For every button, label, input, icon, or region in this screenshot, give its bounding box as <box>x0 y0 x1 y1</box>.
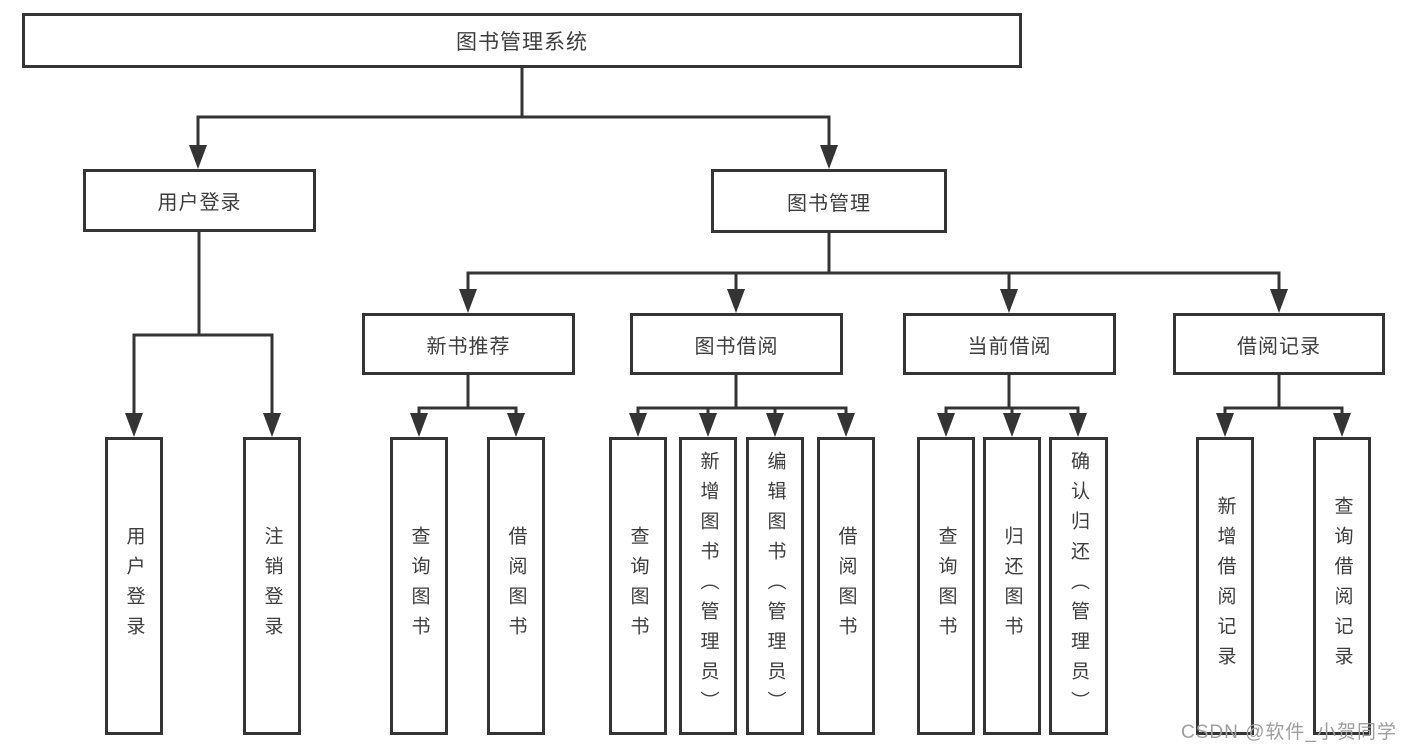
leaf-return-books: 归还图书 <box>983 437 1041 735</box>
node-label: 借阅图书 <box>835 526 857 646</box>
node-current-borrowing: 当前借阅 <box>903 313 1116 375</box>
leaf-user-login: 用户登录 <box>105 437 163 735</box>
node-library-management-system: 图书管理系统 <box>22 13 1022 68</box>
leaf-current-query-books: 查询图书 <box>917 437 975 735</box>
node-new-book-recommend: 新书推荐 <box>362 313 575 375</box>
leaf-edit-books-admin: 编辑图书（管理员） <box>746 437 804 735</box>
node-label: 查询图书 <box>627 526 649 646</box>
node-label: 图书借阅 <box>694 335 779 358</box>
connector-root-to-level1 <box>189 68 838 169</box>
leaf-confirm-return-admin: 确认归还（管理员） <box>1049 437 1108 735</box>
node-label: 当前借阅 <box>967 335 1052 358</box>
leaf-logout: 注销登录 <box>243 437 301 735</box>
node-label: 图书管理系统 <box>456 30 588 54</box>
connector-bookmgmt-to-level2 <box>459 233 1288 313</box>
leaf-query-borrow-record: 查询借阅记录 <box>1313 437 1371 735</box>
connector-recommend-group <box>410 375 525 437</box>
connector-borrow-group <box>629 375 855 437</box>
leaf-borrow-query-books: 查询图书 <box>609 437 667 735</box>
node-label: 查询图书 <box>408 526 430 646</box>
node-label: 归还图书 <box>1001 526 1023 646</box>
node-label: 图书管理 <box>787 192 871 215</box>
node-label: 新增借阅记录 <box>1214 496 1236 676</box>
leaf-add-borrow-record: 新增借阅记录 <box>1196 437 1254 735</box>
watermark-csdn: CSDN @软件_小贺同学 <box>1181 722 1397 743</box>
leaf-add-books-admin: 新增图书（管理员） <box>679 437 737 735</box>
leaf-recommend-query-books: 查询图书 <box>390 437 448 735</box>
node-borrowing-records: 借阅记录 <box>1173 313 1385 375</box>
node-label: 查询借阅记录 <box>1331 496 1353 676</box>
connector-userlogin-group <box>125 232 281 437</box>
node-label: 用户登录 <box>157 192 242 214</box>
connector-records-group <box>1216 375 1351 437</box>
node-book-borrowing: 图书借阅 <box>630 313 843 375</box>
node-label: 确认归还（管理员） <box>1068 451 1089 721</box>
leaf-borrow-books: 借阅图书 <box>817 437 875 735</box>
leaf-recommend-borrow-books: 借阅图书 <box>487 437 545 735</box>
node-label: 借阅图书 <box>505 526 527 646</box>
connector-current-group <box>937 375 1087 437</box>
node-label: 编辑图书（管理员） <box>764 451 786 721</box>
node-user-login: 用户登录 <box>83 169 316 232</box>
node-book-management: 图书管理 <box>711 169 947 233</box>
node-label: 借阅记录 <box>1237 335 1321 358</box>
node-label: 新增图书（管理员） <box>697 451 719 721</box>
node-label: 用户登录 <box>123 526 145 646</box>
node-label: 查询图书 <box>935 526 957 646</box>
node-label: 注销登录 <box>261 526 283 646</box>
node-label: 新书推荐 <box>426 335 511 358</box>
